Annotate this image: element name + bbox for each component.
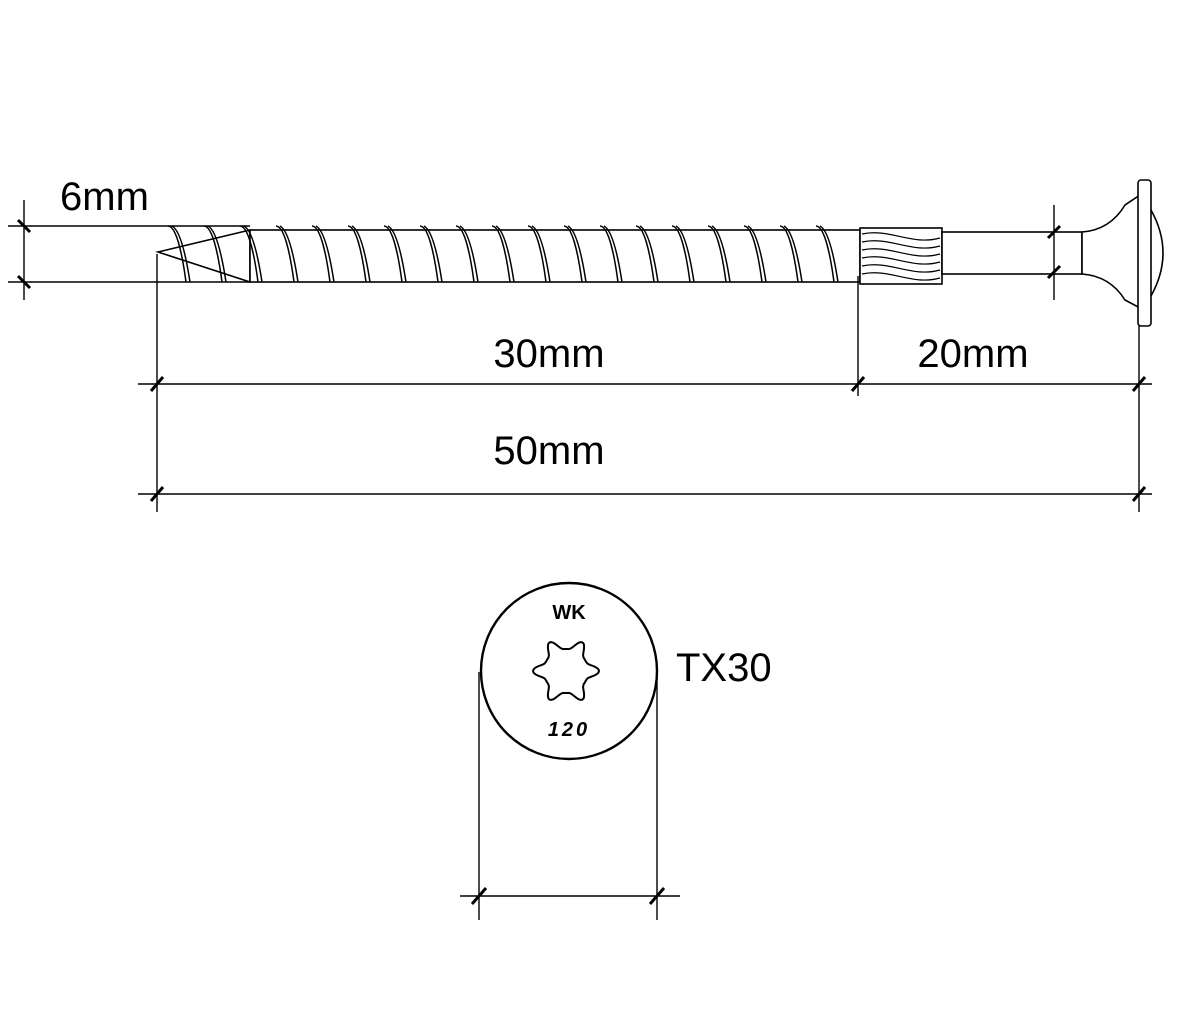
thread-turn (347, 225, 371, 283)
washer-head (1137, 179, 1152, 327)
thread-turn (815, 225, 839, 283)
thread-turn (275, 225, 299, 283)
screw-head-top-view: WK 120 (479, 581, 659, 761)
thread-turn (419, 225, 443, 283)
label-thread-length: 30mm (493, 332, 604, 376)
label-drive-size: TX30 (676, 646, 772, 690)
thread-turn (167, 225, 191, 283)
thread-turn (563, 225, 587, 283)
rib-line (861, 240, 941, 249)
thread-turn (779, 225, 803, 283)
thread-turn (635, 225, 659, 283)
smooth-shank (941, 231, 1083, 275)
thread-turn (203, 225, 227, 283)
head-taper (1081, 193, 1141, 310)
rib-pattern (861, 232, 941, 281)
screw-tip (155, 228, 251, 284)
rib-line (861, 256, 941, 265)
thread-turn (383, 225, 407, 283)
dimension-lines (8, 200, 1152, 920)
rib-line (861, 232, 941, 241)
screw-side-view (155, 179, 1164, 327)
thread-turn (239, 225, 263, 283)
label-shank-length: 20mm (917, 332, 1028, 376)
thread-turn (743, 225, 767, 283)
head-marking-top: WK (552, 602, 586, 624)
head-dome (1150, 209, 1164, 297)
thread-turn (671, 225, 695, 283)
label-diameter: 6mm (60, 175, 149, 219)
torx-drive-icon (531, 641, 601, 701)
thread-turn (455, 225, 479, 283)
rib-line (861, 272, 941, 281)
thread-turn (707, 225, 731, 283)
head-marking-bottom: 120 (548, 719, 590, 741)
rib-line (861, 248, 941, 257)
thread-turn (491, 225, 515, 283)
thread-turn (527, 225, 551, 283)
thread-turn (599, 225, 623, 283)
rib-line (861, 264, 941, 273)
thread-pattern (167, 225, 839, 283)
thread-core (249, 229, 861, 283)
thread-turn (311, 225, 335, 283)
label-total-length: 50mm (493, 429, 604, 473)
